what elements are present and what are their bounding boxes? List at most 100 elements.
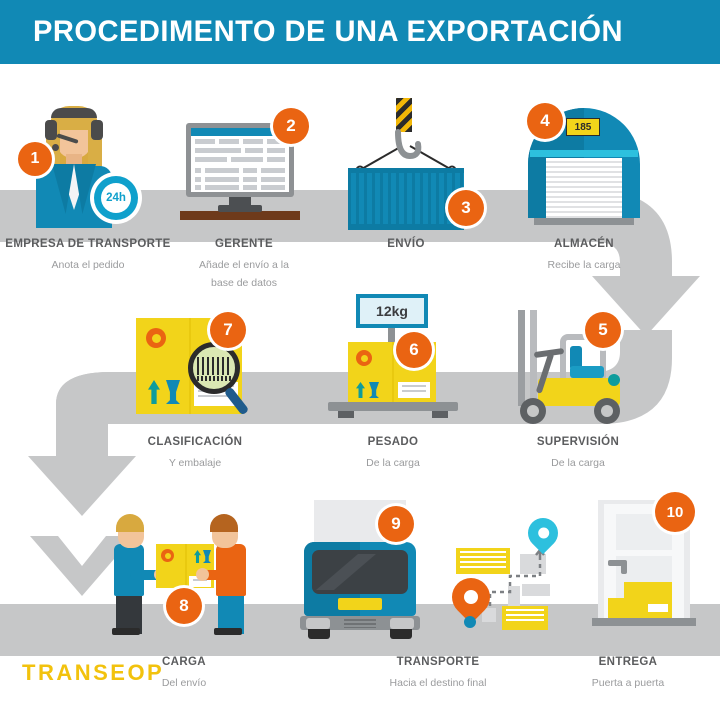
truck-tire-right [390, 629, 412, 639]
step-subtitle-9: Hacia el destino final [389, 677, 487, 689]
step-title-7: CLASIFICACIÓN [147, 436, 243, 448]
map-pin-destination-icon [521, 511, 565, 555]
box-seal-icon [161, 549, 174, 562]
step-label-10: ENTREGA Puerta a puerta [548, 656, 708, 692]
header-bar: PROCEDIMENTO DE UNA EXPORTACIÓN [0, 0, 720, 64]
step-label-5: SUPERVISIÓN De la carga [496, 436, 660, 472]
step-label-2: GERENTE Añade el envío a la base de dato… [168, 238, 320, 292]
step-icon-scale: 12kg [328, 294, 462, 422]
page-title: PROCEDIMENTO DE UNA EXPORTACIÓN [32, 15, 624, 48]
forklift-wheel-rear [594, 398, 620, 424]
forklift-mast-outer [530, 310, 537, 406]
map-building-top [456, 548, 510, 574]
step-label-6: PESADO De la carga [312, 436, 474, 472]
step-title-9: TRANSPORTE [396, 656, 480, 668]
app-titlebar [191, 128, 289, 136]
desk-surface [180, 211, 300, 220]
crane-hazard-block-icon [396, 98, 412, 132]
magnifier-lens-icon [188, 342, 240, 394]
step-icon-door-delivery [592, 500, 702, 628]
step-label-3: ENVÍO [330, 238, 482, 250]
step-icon-loading [108, 512, 258, 635]
worker-right-shoe [214, 628, 242, 635]
forklift-seat-back [570, 346, 582, 370]
step-subtitle-2: Añade el envío a la base de datos [168, 256, 320, 292]
box-seal-icon [146, 328, 166, 348]
warehouse-base [534, 218, 634, 225]
step-number-badge-1: 1 [18, 142, 52, 176]
step-icon-operator: 24h [22, 98, 142, 230]
delivered-box-large [624, 582, 672, 618]
step-subtitle-8: Del envío [161, 677, 207, 689]
step-label-8: CARGA Del envío [120, 656, 248, 692]
step-icon-monitor [180, 113, 300, 223]
container-bottom-rail [348, 224, 464, 230]
forklift-rear-post [600, 334, 606, 384]
step-subtitle-2-line1: Añade el envío a la [199, 259, 289, 271]
map-route-dot [464, 616, 476, 628]
scale-platform [328, 402, 458, 411]
this-side-up-icon [356, 382, 365, 398]
scale-foot-right [432, 411, 448, 418]
headset-earcup-right-icon [91, 120, 103, 140]
step-subtitle-7: Y embalaje [168, 457, 222, 469]
step-number-badge-5: 5 [585, 312, 621, 348]
shipping-container-body [348, 168, 464, 230]
step-title-6: PESADO [367, 436, 419, 448]
step-number-badge-7: 7 [210, 312, 246, 348]
this-side-up-icon [148, 380, 160, 404]
step-title-1: EMPRESA DE TRANSPORTE [5, 238, 171, 250]
worker-right-hand [196, 568, 209, 581]
twentyfour-hour-label: 24h [101, 183, 131, 213]
map-pin-origin-icon [444, 570, 498, 624]
step-number-badge-9: 9 [378, 506, 414, 542]
door-threshold [592, 618, 696, 626]
monitor-screen [191, 128, 289, 192]
map-block-d [482, 608, 496, 622]
step-number-badge-4: 4 [527, 103, 563, 139]
box-seam [392, 342, 394, 404]
step-icon-container [340, 98, 472, 232]
worker-left-arm [130, 570, 162, 580]
step-title-8: CARGA [162, 656, 206, 668]
step-number-badge-2: 2 [273, 108, 309, 144]
shipping-label [398, 382, 430, 398]
warehouse-beam [530, 150, 638, 157]
step-number-badge-6: 6 [396, 332, 432, 368]
forklift-wheel-front [520, 398, 546, 424]
truck-license-plate [338, 598, 382, 610]
carried-box [156, 544, 214, 588]
step-icon-route-map [444, 506, 574, 634]
delivered-box-small [608, 598, 630, 618]
rollup-door [546, 158, 622, 220]
forklift-seat-base [570, 366, 604, 378]
map-building-bottom [502, 606, 548, 630]
this-side-up-icon [194, 550, 201, 563]
truck-headlight-left-icon [306, 618, 330, 629]
forklift-overhead-guard [560, 334, 606, 380]
step-number-badge-10: 10 [655, 492, 695, 532]
map-block-b [522, 584, 550, 596]
worker-right-arm [198, 570, 228, 580]
step-label-9: TRANSPORTE Hacia el destino final [344, 656, 532, 692]
step-subtitle-5: De la carga [551, 457, 605, 469]
truck-headlight-right-icon [390, 618, 414, 629]
scale-foot-left [338, 411, 354, 418]
barcode-bars [197, 357, 231, 375]
step-subtitle-6: De la carga [366, 457, 420, 469]
worker-right-hair [210, 514, 238, 532]
shipping-label [648, 604, 668, 612]
monitor-stand-neck [229, 197, 251, 207]
barcode-digits [197, 376, 231, 381]
step-icon-forklift [508, 310, 638, 424]
container-top-rail [348, 168, 464, 173]
step-icon-truck [300, 500, 420, 640]
worker-left-hair [116, 514, 144, 532]
door-lock-icon [621, 560, 627, 574]
forklift-accent-dot [608, 374, 620, 386]
forklift-mast-inner [518, 310, 525, 406]
step-title-3: ENVÍO [387, 238, 425, 250]
headset-earcup-left-icon [45, 120, 57, 140]
brand-logo[interactable]: TRANSEOP [22, 660, 165, 685]
